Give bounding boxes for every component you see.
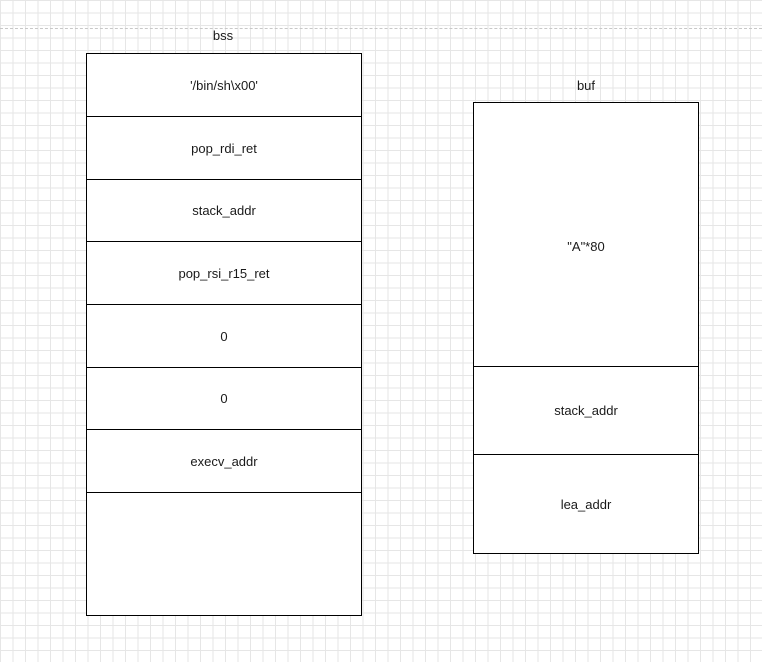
buf-title: buf	[576, 78, 596, 93]
bss-cell: stack_addr	[87, 180, 361, 242]
bss-cell: 0	[87, 368, 361, 430]
bss-cell: pop_rsi_r15_ret	[87, 242, 361, 305]
bss-cell: execv_addr	[87, 430, 361, 493]
bss-stack: '/bin/sh\x00' pop_rdi_ret stack_addr pop…	[86, 53, 362, 616]
top-dashed-rule	[0, 28, 762, 29]
bss-cell-empty	[87, 493, 361, 615]
bss-cell: '/bin/sh\x00'	[87, 54, 361, 117]
bss-cell: 0	[87, 305, 361, 368]
buf-cell: stack_addr	[474, 367, 698, 455]
bss-cell: pop_rdi_ret	[87, 117, 361, 180]
buf-stack: "A"*80 stack_addr lea_addr	[473, 102, 699, 554]
buf-cell-padding: "A"*80	[474, 103, 698, 367]
buf-cell: lea_addr	[560, 496, 612, 512]
bss-title: bss	[212, 28, 234, 43]
